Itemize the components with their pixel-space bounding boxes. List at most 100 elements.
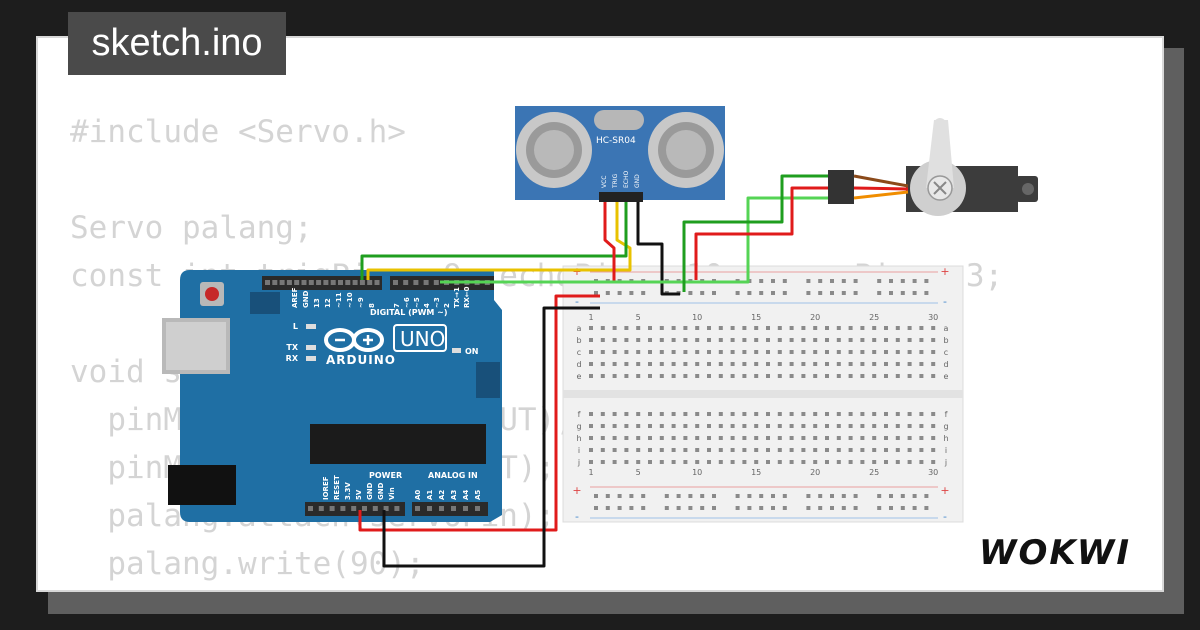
column-number: 30 [928, 468, 938, 477]
pin-label: A4 [462, 490, 470, 500]
analog-header [412, 502, 488, 516]
digital-header-left [262, 276, 382, 290]
power-jack [168, 465, 236, 505]
servo-connector [828, 170, 854, 204]
column-number: 1 [588, 313, 593, 322]
pin-label: GND [366, 482, 374, 500]
column-number: 15 [751, 313, 761, 322]
row-letter: j [944, 458, 947, 467]
pin-label: 8 [368, 303, 376, 308]
atmega-chip [310, 424, 486, 464]
crystal [594, 110, 644, 130]
sensor-pin-label: TRIG [612, 173, 619, 189]
pin-label: AREF [291, 287, 299, 308]
pin-label: A0 [414, 490, 422, 500]
minus-rail-sign: - [943, 295, 947, 308]
pin-label: GND [302, 290, 310, 308]
column-number: 20 [810, 313, 820, 322]
pin-label: 5V [355, 489, 363, 500]
on-label: ON [465, 347, 479, 356]
row-letter: f [945, 410, 948, 419]
digital-label: DIGITAL (PWM ~) [370, 308, 448, 317]
servo-motor [828, 118, 1038, 216]
sensor-model: HC-SR04 [596, 136, 636, 146]
left-transducer-icon [516, 112, 592, 188]
sensor-pin-label: GND [634, 174, 641, 188]
pin-label: A1 [426, 490, 434, 500]
pin-label: ~3 [433, 297, 441, 308]
column-number: 10 [692, 468, 702, 477]
wire-echo [360, 200, 628, 280]
pin-label: RESET [333, 475, 341, 500]
row-letter: d [943, 360, 948, 369]
column-number: 1 [588, 468, 593, 477]
pin-label: ~5 [413, 297, 421, 308]
pin-label: 4 [423, 303, 431, 308]
file-tab[interactable]: sketch.ino [68, 12, 286, 75]
plus-rail-sign: + [940, 484, 949, 497]
hc-sr04-sensor: HC-SR04 VCC TRIG ECHO GND [515, 106, 725, 202]
wire-trig [366, 200, 632, 280]
row-letter: h [576, 434, 581, 443]
svg-text:WOKWI: WOKWI [979, 533, 1131, 573]
pin-label: 3.3V [344, 482, 352, 500]
row-letter: j [577, 458, 580, 467]
wire-servo-vcc [694, 186, 832, 280]
row-letter: a [944, 324, 949, 333]
pin-label: ~10 [346, 292, 354, 308]
pin-label: ~11 [335, 292, 343, 308]
sensor-pin-labels: VCC TRIG ECHO GND [601, 171, 641, 189]
pin-label: A3 [450, 490, 458, 500]
pin-label: 12 [324, 298, 332, 308]
pin-label: 13 [313, 298, 321, 308]
wire-5v [358, 294, 600, 532]
row-letter: c [944, 348, 948, 357]
power-label: POWER [369, 471, 402, 480]
breadboard-holes [589, 279, 936, 510]
right-transducer-icon [648, 112, 724, 188]
arduino-logo-icon [324, 328, 384, 352]
wire-vcc [603, 200, 616, 282]
sensor-pin-label: ECHO [623, 171, 630, 188]
row-letter: g [943, 422, 948, 431]
pin-label: ~6 [403, 297, 411, 308]
row-letter: g [576, 422, 581, 431]
minus-rail-sign: - [943, 510, 947, 523]
row-letter: b [576, 336, 581, 345]
column-number: 5 [636, 313, 641, 322]
wires [358, 174, 832, 568]
code-line: Servo palang; [70, 210, 313, 246]
pin-label: IOREF [322, 476, 330, 500]
row-letter: d [576, 360, 581, 369]
sensor-pin-label: VCC [601, 176, 608, 188]
wire-servo-gnd [682, 174, 832, 292]
pin-label: Vin [388, 487, 396, 500]
plus-rail-sign: + [940, 265, 949, 278]
row-letter: f [578, 410, 581, 419]
arduino-brand: ARDUINO [326, 353, 396, 367]
code-line: palang.write(90); [70, 546, 425, 582]
row-letter: c [577, 348, 581, 357]
minus-rail-sign: - [575, 295, 579, 308]
row-letter: e [944, 372, 949, 381]
row-letter: b [943, 336, 948, 345]
row-letter: i [945, 446, 947, 455]
column-number: 25 [869, 313, 879, 322]
row-letter: e [577, 372, 582, 381]
minus-rail-sign: - [575, 510, 579, 523]
led-label: L [293, 322, 298, 331]
pin-label: A2 [438, 490, 446, 500]
row-letter: h [943, 434, 948, 443]
pin-label: 7 [393, 303, 401, 308]
analog-label: ANALOG IN [428, 471, 478, 480]
led-label: TX [286, 343, 298, 352]
wire-gnd-sensor [636, 200, 680, 296]
plus-rail-sign: + [572, 484, 581, 497]
column-number: 10 [692, 313, 702, 322]
wire-servo-signal [440, 196, 832, 284]
